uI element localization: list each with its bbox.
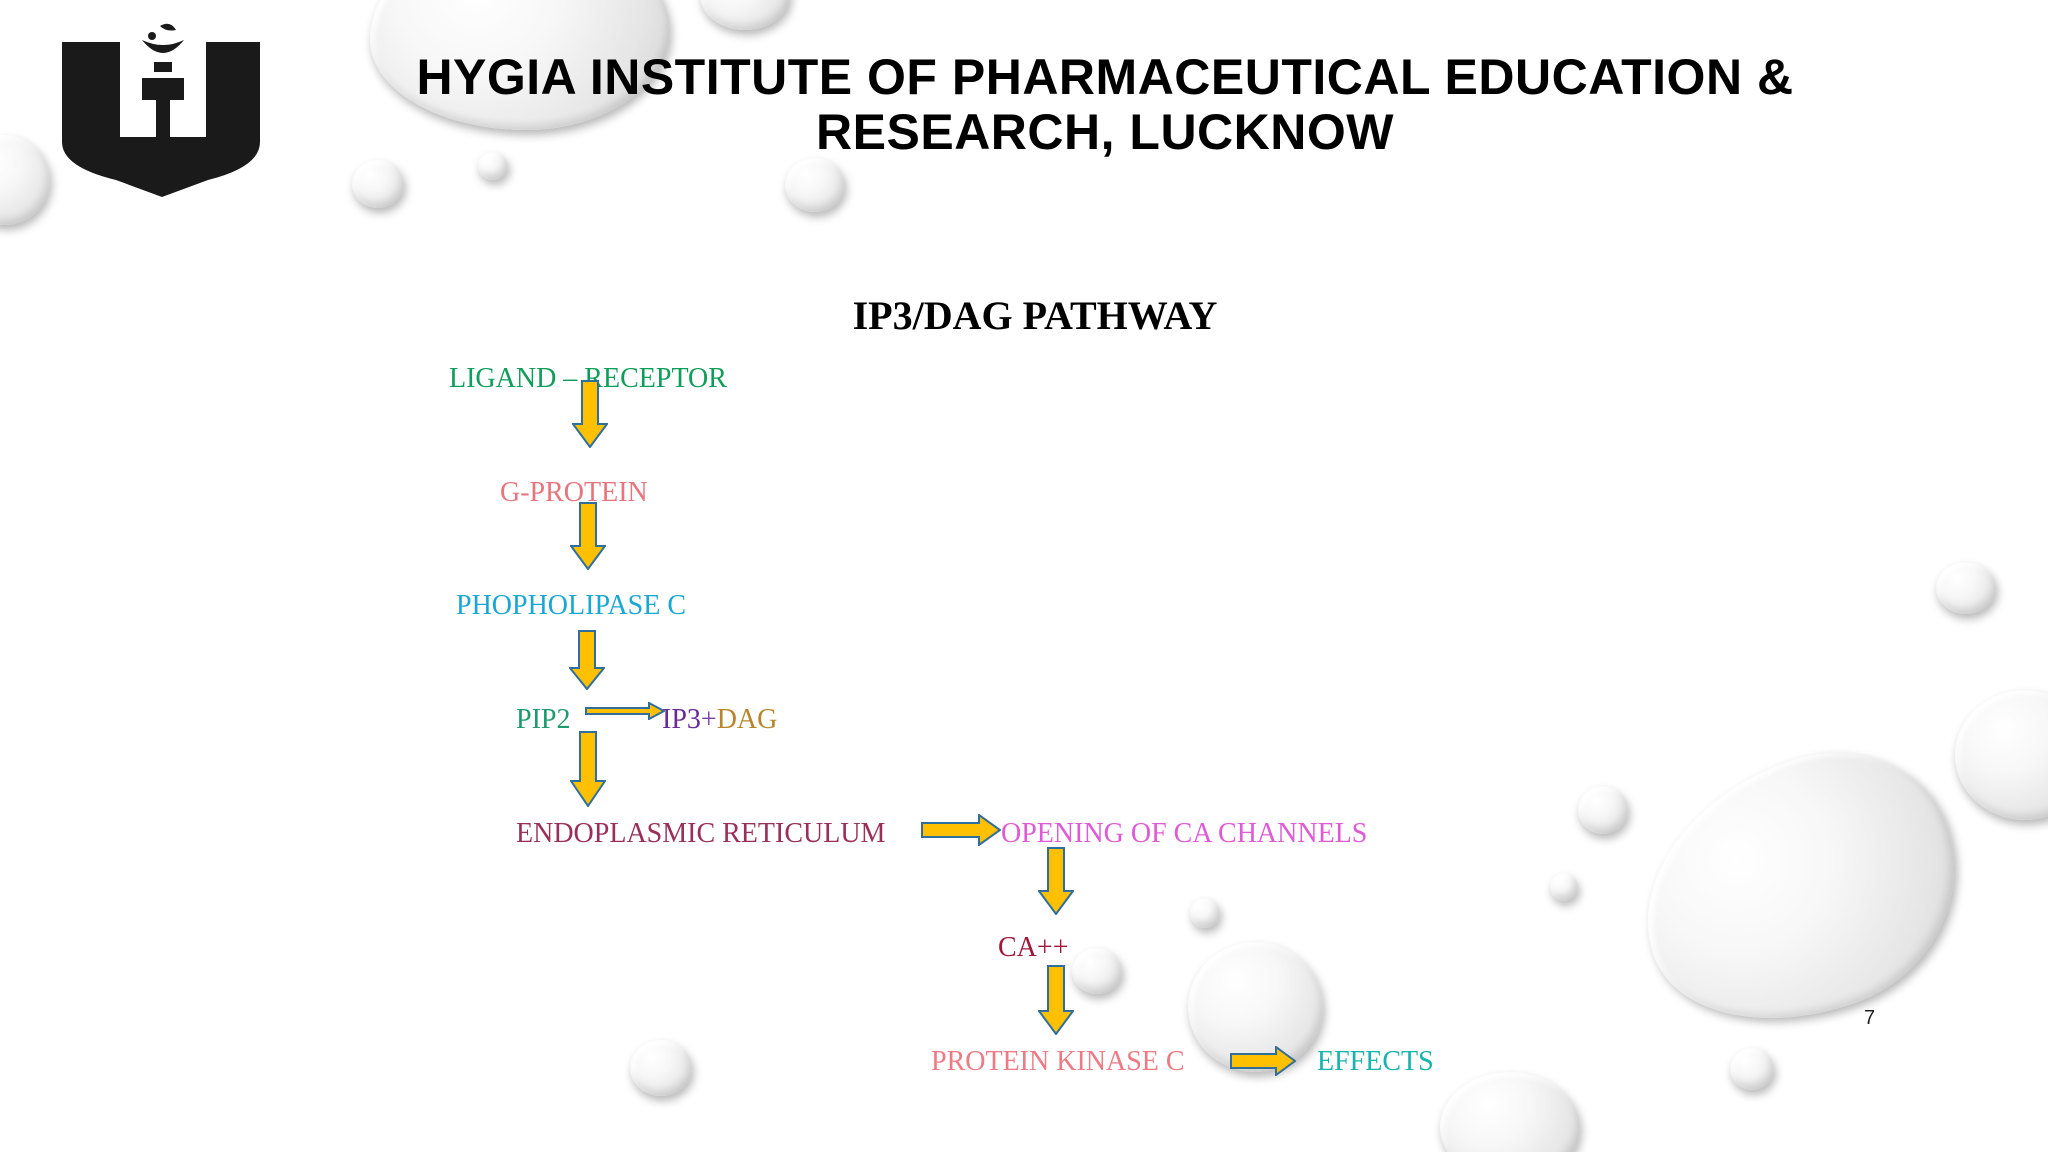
step-pip2: PIP2 — [516, 704, 571, 735]
step-g-protein: G-PROTEIN — [500, 477, 648, 508]
water-drop-decoration — [0, 135, 50, 225]
hygia-shield-logo-icon — [62, 23, 260, 197]
water-drop-decoration — [352, 160, 404, 208]
arrow-down-icon — [1038, 847, 1074, 915]
water-drop-decoration — [1936, 562, 1996, 614]
water-drop-decoration — [1578, 786, 1628, 834]
step-plus: + — [700, 704, 717, 735]
water-drop-decoration — [1190, 898, 1220, 928]
water-drop-decoration — [1188, 942, 1323, 1072]
slide-title: IP3/DAG PATHWAY — [852, 293, 1218, 338]
arrow-down-icon — [570, 731, 606, 807]
water-drop-decoration — [630, 1040, 692, 1096]
step-opening-ca-channels: OPENING OF CA CHANNELS — [1001, 818, 1368, 849]
step-protein-kinase-c: PROTEIN KINASE C — [931, 1046, 1185, 1077]
water-drop-decoration — [1606, 717, 1994, 1063]
water-drop-decoration — [1955, 690, 2048, 820]
water-drop-decoration — [1072, 948, 1122, 994]
water-drop-decoration — [1550, 873, 1578, 901]
water-drop-decoration — [1440, 1072, 1580, 1152]
step-ip3-dag: IP3+DAG — [662, 704, 777, 736]
arrow-down-icon — [1038, 965, 1074, 1035]
arrow-down-icon — [569, 630, 605, 690]
arrow-down-icon — [570, 502, 606, 570]
step-endoplasmic-reticulum: ENDOPLASMIC RETICULUM — [516, 818, 886, 849]
step-ca: CA++ — [998, 932, 1069, 963]
arrow-right-icon — [921, 814, 1001, 846]
institute-title: HYGIA INSTITUTE OF PHARMACEUTICAL EDUCAT… — [350, 50, 1860, 160]
step-dag: DAG — [716, 704, 778, 735]
step-effects: EFFECTS — [1317, 1046, 1434, 1077]
water-drop-decoration — [478, 152, 508, 180]
step-ip3: IP3 — [662, 704, 701, 735]
institute-title-line1: HYGIA INSTITUTE OF PHARMACEUTICAL EDUCAT… — [416, 49, 1794, 105]
water-drop-decoration — [785, 158, 845, 212]
water-drop-decoration — [1730, 1048, 1774, 1090]
water-drop-decoration — [700, 0, 790, 30]
step-phospholipase-c: PHOPHOLIPASE C — [456, 590, 687, 621]
arrow-right-icon — [585, 702, 665, 720]
arrow-right-icon — [1230, 1046, 1296, 1076]
page-number: 7 — [1864, 1007, 1876, 1029]
institute-title-line2: RESEARCH, LUCKNOW — [816, 104, 1394, 160]
arrow-down-icon — [572, 380, 608, 448]
